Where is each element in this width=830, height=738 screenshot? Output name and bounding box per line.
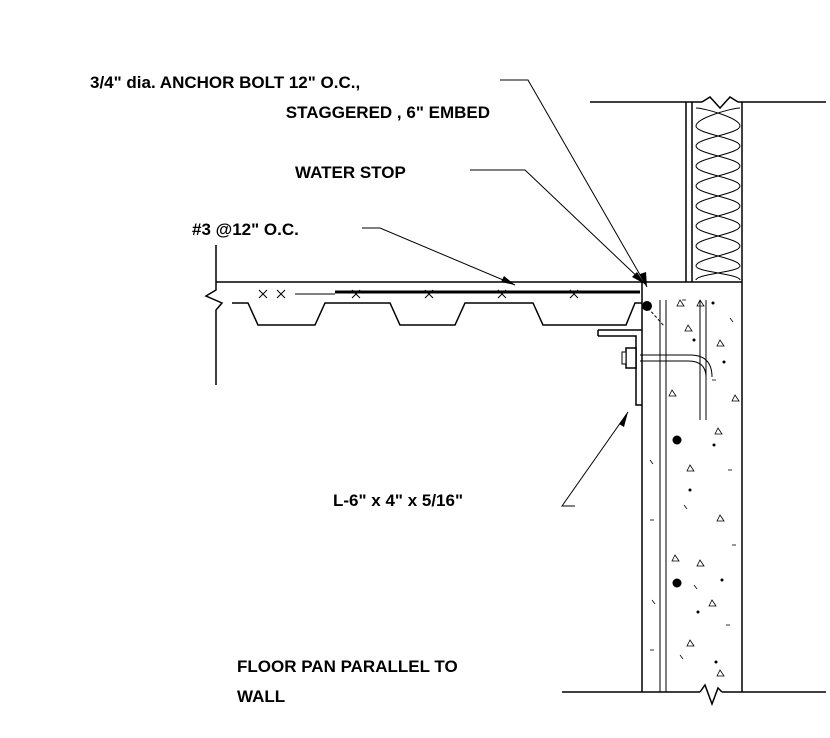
concrete-stipple	[649, 299, 740, 677]
leader-arrowheads	[501, 272, 647, 427]
rebar-section-dots	[642, 301, 682, 588]
insulation-curve-b	[695, 107, 741, 281]
upper-wall	[590, 96, 826, 282]
floor-pan-label-line1: FLOOR PAN PARALLEL TO	[237, 657, 458, 676]
lower-break-symbol	[699, 683, 723, 707]
nut-body	[625, 347, 637, 369]
wall-rebar-dot-1	[672, 435, 682, 445]
rebar-leader	[362, 227, 516, 286]
slab-rebar	[295, 290, 640, 295]
top-rebar-dot	[642, 301, 652, 311]
slab-break-line	[204, 245, 224, 385]
lower-wall-break	[562, 683, 826, 707]
anchor-bolt-leader	[500, 79, 648, 288]
wall-rebar-dot-2	[672, 578, 682, 588]
upper-wall-break-symbol	[701, 96, 739, 110]
anchor-bolt-hook-inner	[640, 360, 707, 378]
angle-leader	[561, 411, 629, 507]
leader-lines	[362, 79, 648, 507]
rebar-arrowhead	[501, 276, 515, 285]
anchor-bolt-arrowhead	[640, 272, 647, 287]
anchor-bolt-label-line1: 3/4" dia. ANCHOR BOLT 12" O.C.,	[90, 73, 360, 92]
nut-washer	[621, 351, 627, 365]
floor-pan-label-line2: WALL	[237, 687, 285, 706]
anchor-bolt-label-line2: STAGGERED , 6" EMBED	[286, 103, 490, 122]
floor-slab	[204, 245, 655, 385]
water-stop-line	[647, 307, 665, 327]
concrete-dots	[688, 301, 726, 664]
water-stop-leader	[470, 169, 646, 285]
steel-angle	[597, 329, 642, 406]
anchor-bolt-nut	[621, 347, 637, 369]
angle-arrowhead	[619, 412, 628, 427]
insulation-batt	[695, 107, 741, 281]
water-stop-arrowhead	[632, 272, 645, 284]
metal-deck-profile	[232, 302, 642, 326]
vertical-rebar	[659, 300, 667, 692]
anchor-bolt-hook	[640, 354, 713, 378]
angle-label: L-6" x 4" x 5/16"	[333, 491, 463, 510]
hooked-dowel	[640, 300, 713, 420]
water-stop-label: WATER STOP	[295, 163, 406, 182]
insulation-curve-a	[695, 107, 741, 281]
concrete-wall	[641, 281, 743, 692]
wire-mesh-crosses	[258, 289, 579, 299]
angle-profile	[598, 335, 642, 406]
rebar-label: #3 @12" O.C.	[192, 220, 299, 239]
